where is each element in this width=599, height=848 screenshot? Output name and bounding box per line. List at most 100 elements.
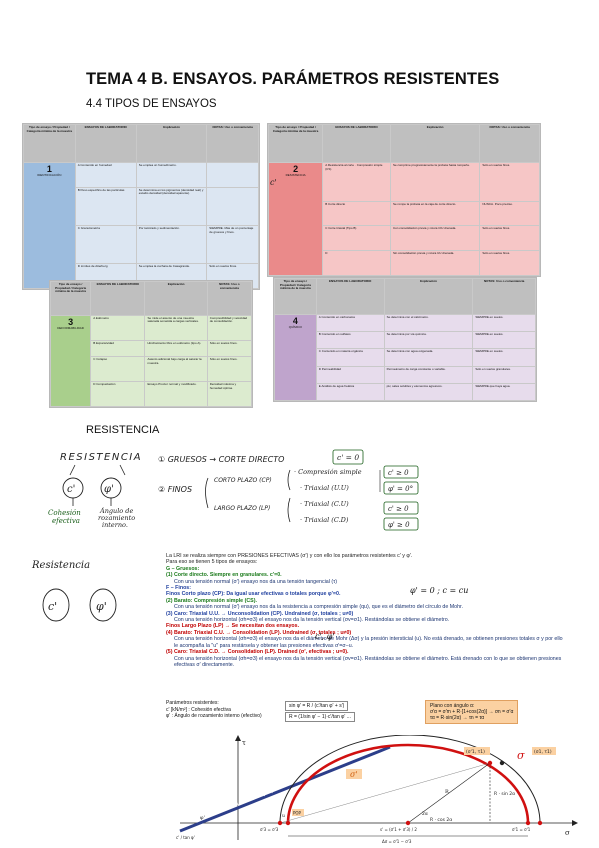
page-subtitle: 4.4 TIPOS DE ENSAYOS: [86, 98, 217, 110]
table-cell: Sólo en suelos finos.: [479, 250, 540, 276]
test-4-desc: Con una tensión horizontal (σh=σ3) el en…: [174, 636, 563, 649]
table-cell: NUNCA. Poco preciso.: [479, 200, 540, 227]
hw-angulo-2: rozamiento: [98, 514, 135, 522]
table-header-cell: Tipo de ensayo / Propiedad / Categoría m…: [23, 124, 76, 164]
table-cell: Se determina en los pigmentos (densidad …: [135, 186, 208, 227]
cell-text: Se rompe la probeta en la caja de corte …: [392, 201, 457, 206]
hw-corto-plazo: CORTO PLAZO (CP): [214, 477, 272, 484]
point-t1: [487, 760, 493, 766]
hw-angulo-3: interno.: [102, 521, 128, 529]
table-header-cell: ENSAYOS DE LABORATORIO: [90, 281, 146, 316]
table-cell: Asiento adicional bajo carga al saturar …: [144, 355, 208, 382]
hw-resistencia: RESISTENCIA: [60, 452, 142, 463]
table-cell: Densidad máxima y humedad óptima.: [206, 380, 252, 407]
table-header-cell: Tipo de ensayo / Propiedad / Categoría m…: [50, 281, 92, 316]
cell-text: Se emplea la cuchara de Casagrande.: [138, 264, 190, 269]
table-quimico: Tipo de ensayo / Propiedad / Categoría m…: [273, 277, 537, 402]
label-cos2a: R · cos 2α: [430, 817, 452, 823]
cell-text: Sólo en suelos granulares.: [475, 366, 511, 371]
hw-lp-res1: c' ≥ 0: [388, 505, 409, 513]
cell-text: SIEMPRE que haya agua.: [475, 383, 511, 388]
table-cell: Se determina por vía química.: [383, 331, 474, 350]
cell-text: Densidad máxima y humedad óptima.: [209, 381, 237, 390]
row-letter: C: [318, 349, 321, 354]
table-header-cell: Explicación: [389, 124, 481, 164]
test-1-desc: Con una tensión normal (σ') ensayo nos d…: [174, 578, 338, 585]
cell-text: Sólo en suelos finos.: [209, 340, 238, 345]
table-cell: C Corte triaxial (Tipo B): [322, 225, 391, 252]
test-name: Contenido en carbonatos: [321, 314, 355, 319]
row-letter: B: [77, 187, 80, 192]
label-diam: Δσ = σ'1 − σ'3: [382, 839, 412, 844]
hw-gruesos-res: c' = 0: [337, 453, 359, 462]
lri-line: [179, 745, 391, 833]
test-name: Granulometría: [80, 226, 100, 231]
r-formula: R = (1/sin φ' − 1)·c'/tan φ' ...: [285, 712, 355, 722]
point-sigma3p: [277, 820, 283, 826]
table-cell: Sólo en suelos finos.: [206, 339, 252, 357]
hw-cohesion-1: Cohesión: [48, 509, 81, 517]
table-row: C Contenido en materia orgánica Se determ…: [275, 348, 536, 367]
cell-text: Compresibilidad y velocidad de consolida…: [209, 315, 248, 324]
table-cell: Se mide el asiento de una muestra satura…: [144, 314, 208, 341]
page-title: TEMA 4 B. ENSAYOS. PARÁMETROS RESISTENTE…: [86, 70, 500, 88]
hw-cu: · Triaxial (C.U): [300, 500, 349, 508]
hw-phi-prime: φ': [104, 484, 114, 495]
hw-gruesos: ① GRUESOS → CORTE DIRECTO: [158, 455, 284, 464]
gruesos-heading: G – Gruesos:: [166, 565, 200, 572]
test-name: Contenido en sulfatos: [321, 332, 351, 337]
test-1: (1) Corte directo. Siempre en granulares…: [166, 572, 282, 579]
point-t2: [499, 760, 505, 766]
test-name: Compactación: [96, 381, 116, 386]
table-header-cell: NOTAS: Uso o conveniencia: [479, 124, 540, 164]
label-pole: POP: [293, 811, 302, 816]
table-cell: A Edómetro: [90, 314, 146, 341]
table-header-cell: NOTAS: Uso o conveniencia: [472, 278, 536, 315]
label-center: s' = (σ'1 + σ'3) / 2: [380, 827, 417, 832]
table-cell: Compresibilidad y velocidad de consolida…: [206, 314, 252, 341]
params-block: Parámetros resistentes: c' [kN/m²] : Coh…: [166, 700, 262, 720]
test-name: Contenido en materia orgánica: [321, 349, 363, 354]
test-name: Límites de Atterberg: [80, 264, 108, 269]
sin-formula: sin φ' = R / (c'/tan φ' + s'): [285, 701, 349, 711]
table-row: C Corte triaxial (Tipo B)Con consolidaci…: [269, 225, 540, 252]
hw-phi-prime-2: φ': [96, 600, 107, 613]
table-row: D Sin consolidación previa y rotura UU d…: [269, 250, 540, 276]
row-letter: D: [318, 366, 321, 371]
cell-text: Se determina con el calcímetro.: [386, 314, 429, 319]
row-letter: A: [93, 315, 96, 320]
section-title: RESISTENCIA: [86, 424, 160, 436]
label-r: R: [445, 789, 449, 795]
table-cell: [206, 162, 259, 188]
table-header-cell: NOTAS: Uso o conveniencia: [206, 124, 259, 164]
property-number: 1: [46, 164, 52, 175]
hw-angulo-1: Ángulo de: [99, 506, 133, 515]
table-cell: Con consolidación previa y rotura CIU dr…: [389, 225, 481, 252]
table-cell: Sólo en suelos granulares.: [472, 365, 536, 384]
test-name: Corte directo: [328, 201, 346, 206]
mohr-circle-effective: [279, 735, 541, 824]
test-name: Corte triaxial (Tipo B): [328, 226, 357, 231]
table-cell: Se determina con el calcímetro.: [383, 313, 474, 333]
handwritten-resistencia-2: Resistencia c' φ': [31, 560, 117, 622]
cell-text: Se determina por vía química.: [386, 332, 427, 337]
table-cell: C Colapso: [90, 355, 146, 382]
test-name: Permeabilidad: [321, 366, 341, 371]
test-5-desc: Con una tensión horizontal (σh=σ3) el en…: [174, 655, 562, 668]
row-letter: D: [77, 264, 80, 269]
table-cell: D: [322, 250, 391, 276]
cell-text: Se mide el asiento de una muestra satura…: [147, 315, 199, 324]
cell-text: Se determina con agua oxigenada.: [386, 349, 434, 354]
table-cell: B Contenido en sulfatos: [315, 331, 385, 350]
property-name: RESISTENCIA: [285, 173, 306, 178]
cell-text: Sin consolidación previa y rotura UU dre…: [392, 251, 455, 256]
hw-phi-c-zero: φ' = 0 ; c = cu: [410, 586, 469, 595]
